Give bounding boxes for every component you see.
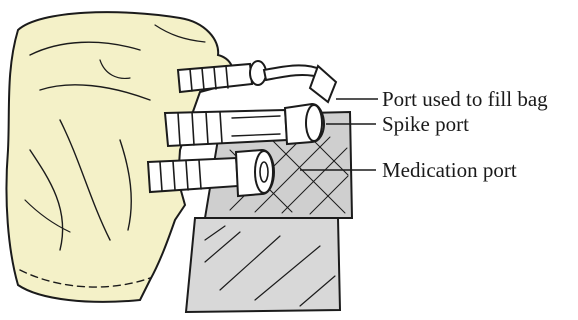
medication-port-septum	[260, 162, 268, 182]
spike-port-connector	[165, 110, 287, 146]
callout-spike-port: Spike port	[382, 112, 469, 136]
callout-labels: Port used to fill bag Spike port Medicat…	[382, 87, 548, 182]
bag-bottom-panel	[186, 218, 340, 312]
fill-port	[178, 61, 336, 102]
bottom-panel-shape	[186, 218, 340, 312]
callout-medication-port: Medication port	[382, 158, 517, 182]
callout-fill-port: Port used to fill bag	[382, 87, 548, 111]
spike-port-cap-end	[306, 105, 322, 141]
